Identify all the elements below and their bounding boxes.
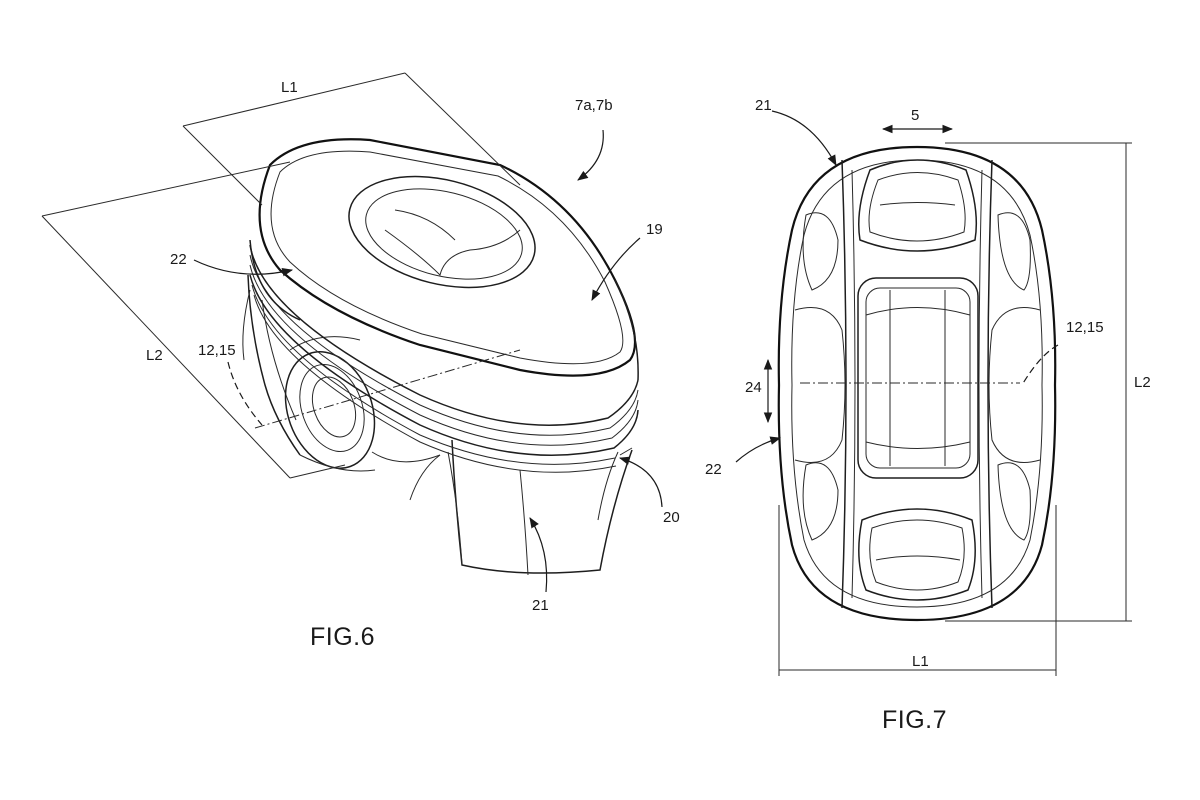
fig6-leader-12-15 xyxy=(227,361,263,426)
fig6-label-22: 22 xyxy=(170,251,187,268)
fig6-label-12-15: 12,15 xyxy=(198,342,236,359)
fig6-label-7a7b: 7a,7b xyxy=(575,97,613,114)
fig7-dimension-l2 xyxy=(945,142,1132,622)
fig7-center-pocket xyxy=(857,277,979,479)
fig7-label-22: 22 xyxy=(705,461,722,478)
fig7-label-l2: L2 xyxy=(1134,374,1151,391)
fig7-piston-drawing xyxy=(735,110,1132,676)
fig6-caption: FIG.6 xyxy=(310,623,376,651)
fig6-label-l1: L1 xyxy=(281,79,298,96)
fig6-pin-axis-line xyxy=(254,349,521,429)
fig6-label-21: 21 xyxy=(532,597,549,614)
fig6-piston-drawing xyxy=(41,72,663,593)
fig7-ribs xyxy=(841,159,993,609)
fig7-leader-21 xyxy=(771,110,837,166)
fig7-outline xyxy=(777,145,1057,622)
fig7-side-features xyxy=(794,212,1041,541)
fig6-dimension-l1 xyxy=(182,72,521,206)
fig6-leader-19 xyxy=(591,237,641,301)
fig6-ring-grooves xyxy=(249,244,639,473)
fig6-label-l2: L2 xyxy=(146,347,163,364)
fig6-leader-21 xyxy=(529,517,548,593)
fig7-label-l1: L1 xyxy=(912,653,929,670)
fig7-leader-22 xyxy=(735,436,782,463)
fig7-bottom-pocket xyxy=(858,508,976,601)
fig6-leader-7a7b xyxy=(577,129,604,181)
fig6-dimension-l2 xyxy=(41,161,346,479)
fig6-label-19: 19 xyxy=(646,221,663,238)
fig7-leader-12-15 xyxy=(1021,344,1059,386)
fig7-label-12-15: 12,15 xyxy=(1066,319,1104,336)
fig7-label-5: 5 xyxy=(911,107,920,124)
fig6-leader-22 xyxy=(193,259,294,277)
fig7-label-21: 21 xyxy=(755,97,772,114)
fig7-caption: FIG.7 xyxy=(882,706,948,734)
fig6-label-20: 20 xyxy=(663,509,680,526)
fig7-dimension-l1 xyxy=(778,505,1057,676)
fig7-label-24: 24 xyxy=(745,379,762,396)
fig6-bowl xyxy=(348,175,536,289)
fig6-leader-20 xyxy=(618,456,663,508)
fig7-top-pocket xyxy=(858,159,978,252)
fig6-skirt xyxy=(409,439,633,576)
